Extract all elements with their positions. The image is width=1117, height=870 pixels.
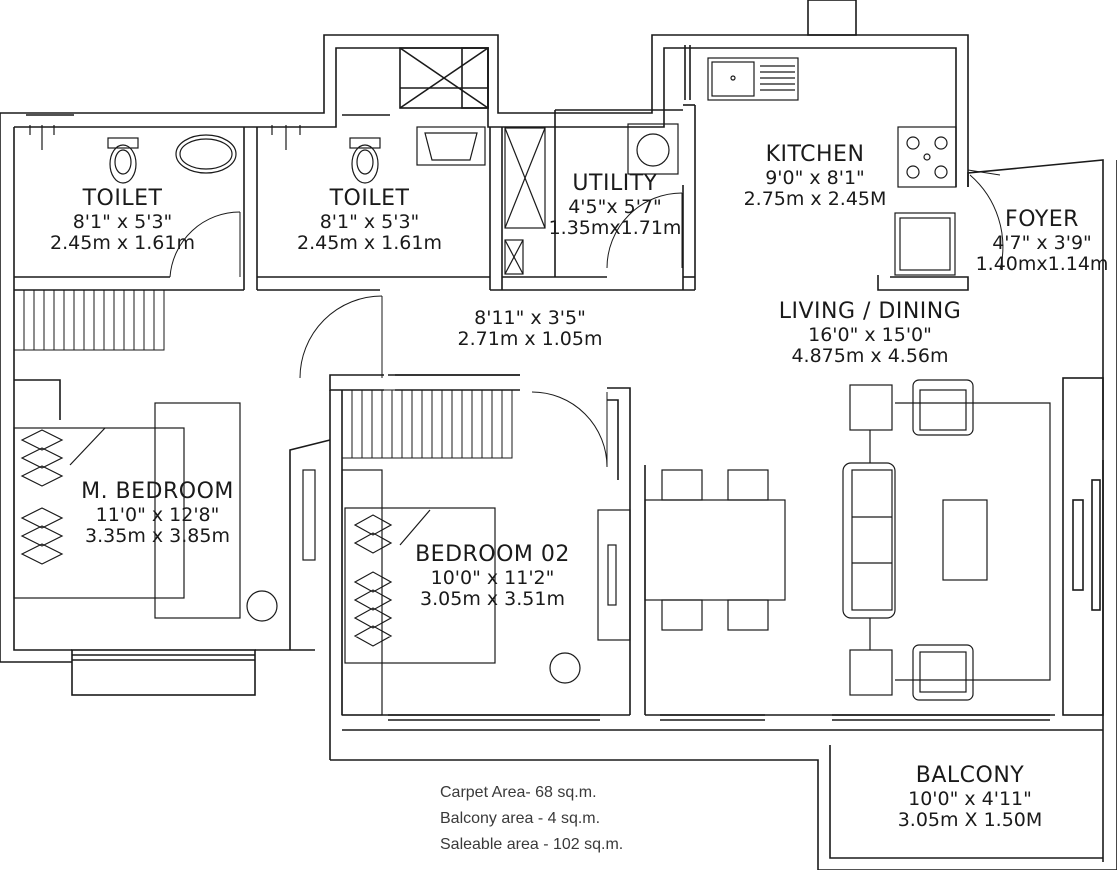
room-dim-ft: 11'0" x 12'8" [95, 503, 220, 526]
stove-icon [897, 126, 957, 188]
washbasin-icon [175, 134, 237, 174]
bed-icon [341, 469, 581, 716]
room-dim-m: 4.875m x 4.56m [791, 344, 949, 367]
room-dim-ft: 4'5"x 5'7" [568, 195, 662, 218]
room-dim-m: 3.05m X 1.50M [897, 808, 1043, 831]
room-dim-m: 1.40mx1.14m [975, 252, 1109, 275]
fridge-box [894, 212, 956, 276]
shower-icon [29, 125, 301, 150]
sink-icon [707, 57, 799, 101]
passage-label: 8'11" x 3'5" 2.71m x 1.05m [430, 307, 630, 351]
room-dim-m: 1.35mx1.71m [548, 216, 682, 239]
bedroom-02-label: BEDROOM 02 10'0" x 11'2" 3.05m x 3.51m [400, 542, 585, 610]
chair-icon [849, 379, 974, 701]
room-dim-ft: 10'0" x 11'2" [430, 566, 555, 589]
utility-label: UTILITY 4'5"x 5'7" 1.35mx1.71m [535, 171, 695, 239]
toilet-icon [349, 137, 381, 184]
room-dim-m: 2.75m x 2.45M [743, 187, 887, 210]
saleable-area: Saleable area - 102 sq.m. [440, 836, 624, 853]
room-dim-m: 3.05m x 3.51m [420, 587, 565, 610]
kitchen-label: KITCHEN 9'0" x 8'1" 2.75m x 2.45M [725, 142, 905, 210]
toilet-icon [107, 137, 139, 184]
room-dim-ft: 8'1" x 5'3" [72, 210, 173, 233]
room-dim-m: 2.45m x 1.61m [297, 231, 442, 254]
wardrobe-hatch [13, 289, 513, 459]
room-name: TOILET [82, 186, 163, 211]
toilet-1-label: TOILET 8'1" x 5'3" 2.45m x 1.61m [35, 186, 210, 254]
room-dim-m: 3.35m x 3.85m [85, 524, 230, 547]
room-dim-ft: 9'0" x 8'1" [765, 166, 865, 189]
room-name: TOILET [329, 186, 410, 211]
sofa-icon [842, 402, 1051, 681]
balcony-area: Balcony area - 4 sq.m. [440, 810, 601, 827]
door-swing-icon [169, 169, 1004, 468]
room-dim-m: 2.45m x 1.61m [50, 231, 195, 254]
room-name: FOYER [1005, 207, 1079, 232]
room-dim-ft: 10'0" x 4'11" [908, 787, 1032, 810]
room-dim-ft: 8'1" x 5'3" [319, 210, 420, 233]
room-name: LIVING / DINING [778, 299, 962, 324]
room-dim-ft: 16'0" x 15'0" [808, 323, 932, 346]
master-bedroom-label: M. BEDROOM 11'0" x 12'8" 3.35m x 3.85m [60, 479, 255, 547]
toilet-2-label: TOILET 8'1" x 5'3" 2.45m x 1.61m [282, 186, 457, 254]
dining-table-icon [644, 469, 786, 631]
carpet-area: Carpet Area- 68 sq.m. [440, 784, 597, 801]
bed-icon [13, 402, 278, 622]
room-name: BEDROOM 02 [415, 542, 570, 567]
room-dim-m: 2.71m x 1.05m [457, 328, 603, 351]
room-name: KITCHEN [765, 142, 865, 167]
room-name: UTILITY [572, 171, 658, 196]
room-dim-ft: 4'7" x 3'9" [992, 231, 1092, 254]
foyer-label: FOYER 4'7" x 3'9" 1.40mx1.14m [968, 207, 1116, 275]
room-name: BALCONY [915, 763, 1025, 788]
balcony-label: BALCONY 10'0" x 4'11" 3.05m X 1.50M [870, 763, 1070, 831]
room-dim-ft: 8'11" x 3'5" [474, 307, 586, 329]
room-name: M. BEDROOM [81, 479, 234, 504]
washing-machine-icon [627, 123, 679, 175]
area-summary: Carpet Area- 68 sq.m. Balcony area - 4 s… [440, 780, 623, 858]
utility-shelves [504, 127, 546, 275]
living-dining-label: LIVING / DINING 16'0" x 15'0" 4.875m x 4… [755, 299, 985, 367]
washbasin-icon [416, 126, 486, 166]
